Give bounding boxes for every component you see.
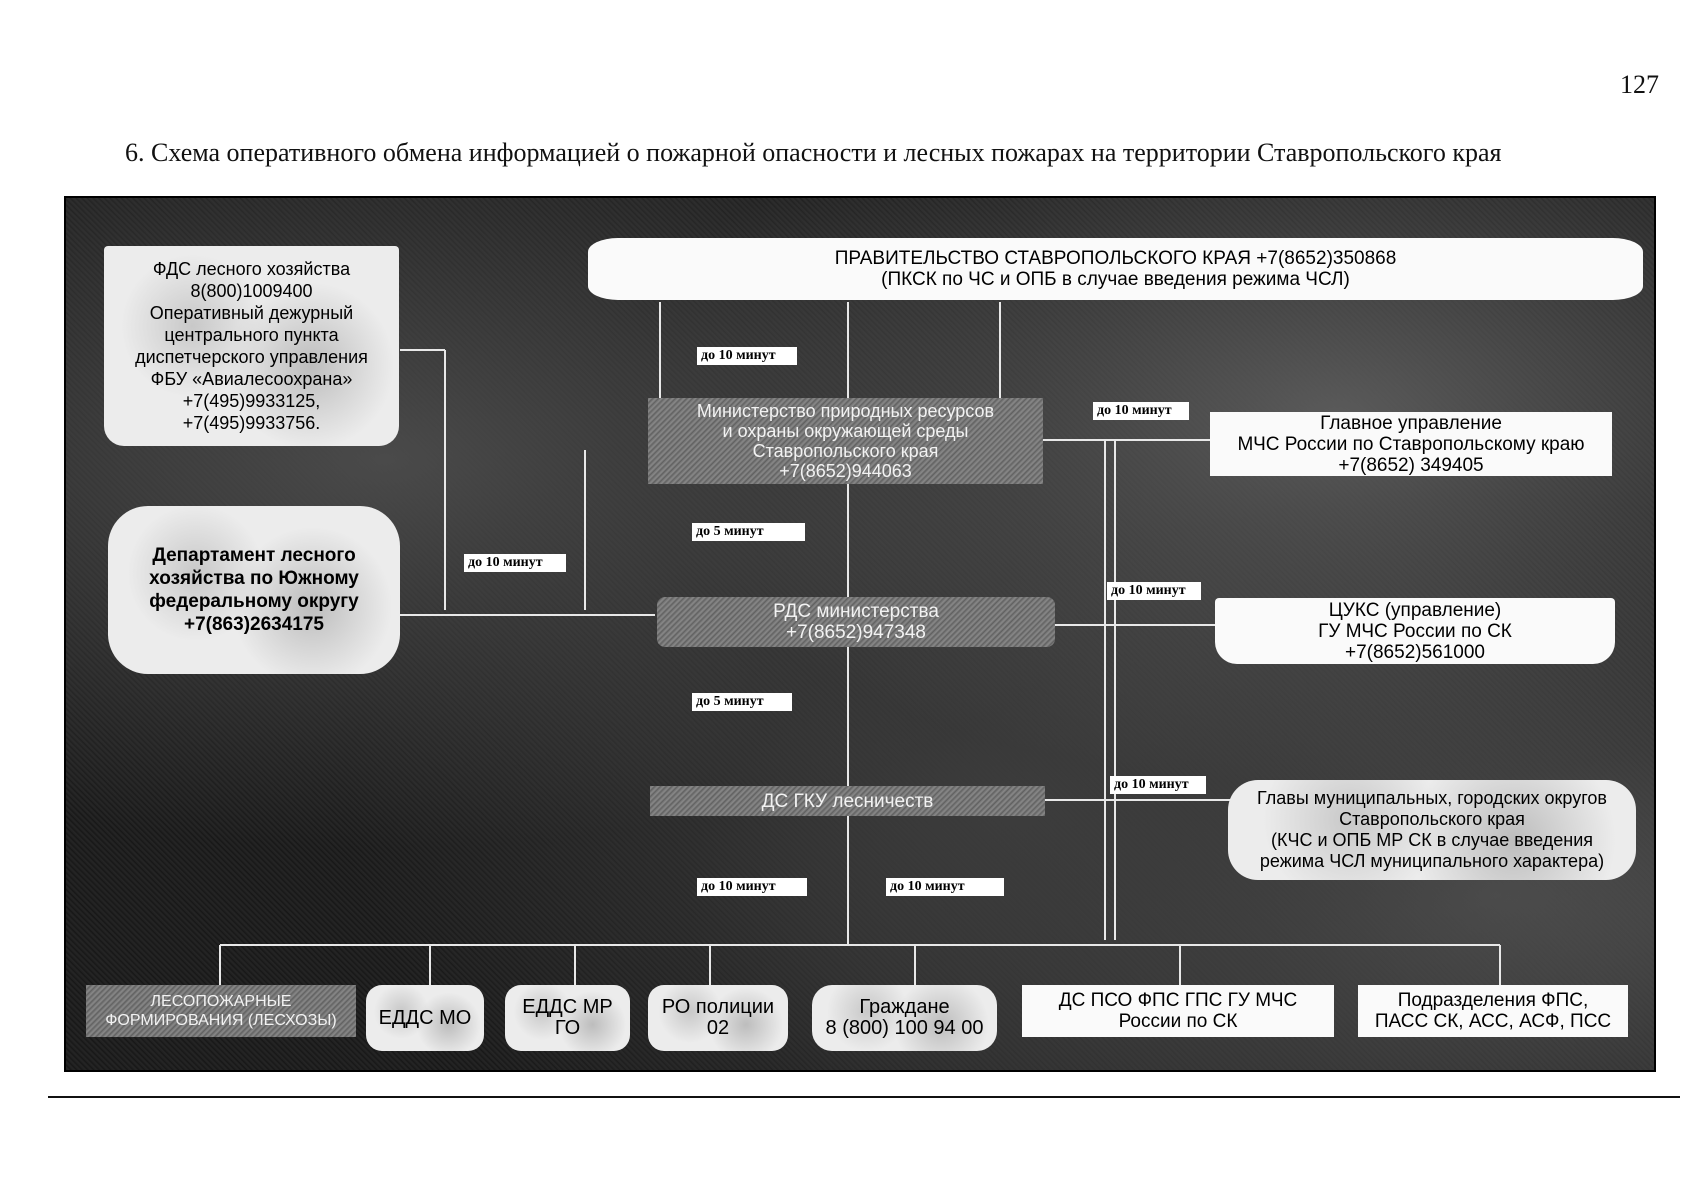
forestry-text: ДС ГКУ лесничеств bbox=[761, 790, 934, 812]
rds-line: +7(8652)947348 bbox=[786, 622, 926, 643]
bottom-node-fps: Подразделения ФПС, ПАСС СК, АСС, АСФ, ПС… bbox=[1358, 985, 1628, 1037]
time-label: до 5 минут bbox=[692, 523, 805, 541]
ministry-line: и охраны окружающей среды bbox=[722, 421, 969, 441]
ministry-line: +7(8652)944063 bbox=[779, 461, 912, 481]
fds-node: ФДС лесного хозяйства 8(800)1009400 Опер… bbox=[104, 246, 399, 446]
rds-node: РДС министерства +7(8652)947348 bbox=[657, 597, 1055, 647]
department-line: Департамент лесного bbox=[152, 545, 356, 566]
government-line-1: ПРАВИТЕЛЬСТВО СТАВРОПОЛЬСКОГО КРАЯ +7(86… bbox=[834, 248, 1397, 269]
department-line: +7(863)2634175 bbox=[184, 614, 324, 635]
bottom-line: Подразделения ФПС, bbox=[1397, 990, 1589, 1011]
department-node: Департамент лесного хозяйства по Южному … bbox=[108, 506, 400, 674]
fds-line: Оперативный дежурный bbox=[149, 303, 354, 323]
time-label: до 5 минут bbox=[692, 693, 792, 711]
heads-line: режима ЧСЛ муниципального характера) bbox=[1259, 851, 1605, 871]
ministry-node: Министерство природных ресурсов и охраны… bbox=[648, 398, 1043, 484]
bottom-line: 8 (800) 100 94 00 bbox=[825, 1017, 984, 1039]
rds-line: РДС министерства bbox=[773, 601, 939, 622]
footer-rule bbox=[48, 1096, 1680, 1098]
government-node: ПРАВИТЕЛЬСТВО СТАВРОПОЛЬСКОГО КРАЯ +7(86… bbox=[588, 238, 1643, 300]
time-label: до 10 минут bbox=[1110, 776, 1206, 794]
tsuks-node: ЦУКС (управление) ГУ МЧС России по СК +7… bbox=[1215, 598, 1615, 664]
bottom-line: 02 bbox=[706, 1017, 730, 1039]
bottom-line: ЕДДС МО bbox=[378, 1006, 472, 1029]
bottom-node-edds-mo: ЕДДС МО bbox=[366, 985, 484, 1051]
ministry-line: Ставропольского края bbox=[752, 441, 939, 461]
page-title: 6. Схема оперативного обмена информацией… bbox=[125, 138, 1502, 167]
time-label: до 10 минут bbox=[697, 878, 807, 896]
bottom-line: ЛЕСОПОЖАРНЫЕ bbox=[150, 993, 292, 1010]
government-line-2: (ПКСК по ЧС и ОПБ в случае введения режи… bbox=[881, 269, 1350, 290]
bottom-node-citizens: Граждане 8 (800) 100 94 00 bbox=[812, 985, 997, 1051]
department-line: хозяйства по Южному bbox=[149, 568, 359, 589]
time-label: до 10 минут bbox=[1093, 402, 1189, 420]
time-label: до 10 минут bbox=[464, 554, 566, 572]
bottom-line: Граждане bbox=[859, 996, 950, 1018]
heads-line: Главы муниципальных, городских округов bbox=[1257, 788, 1607, 808]
page-number: 127 bbox=[1620, 70, 1659, 99]
bottom-node-ds-pso: ДС ПСО ФПС ГПС ГУ МЧС России по СК bbox=[1022, 985, 1334, 1037]
tsuks-line: +7(8652)561000 bbox=[1345, 641, 1485, 663]
heads-line: Ставропольского края bbox=[1339, 809, 1525, 829]
fds-line: диспетчерского управления bbox=[135, 347, 368, 367]
time-label: до 10 минут bbox=[697, 347, 797, 365]
mchs-node: Главное управление МЧС России по Ставроп… bbox=[1210, 412, 1612, 476]
forestry-node: ДС ГКУ лесничеств bbox=[650, 786, 1045, 816]
fds-line: ФБУ «Авиалесоохрана» bbox=[150, 369, 353, 389]
tsuks-line: ГУ МЧС России по СК bbox=[1318, 620, 1512, 642]
department-line: федеральному округу bbox=[149, 591, 359, 612]
heads-node: Главы муниципальных, городских округов С… bbox=[1228, 780, 1636, 880]
bottom-node-fire-units: ЛЕСОПОЖАРНЫЕ ФОРМИРОВАНИЯ (ЛЕСХОЗЫ) bbox=[86, 985, 356, 1037]
bottom-node-police: РО полиции 02 bbox=[648, 985, 788, 1051]
fds-line: ФДС лесного хозяйства bbox=[152, 259, 351, 279]
ministry-line: Министерство природных ресурсов bbox=[696, 401, 995, 421]
bottom-line: ДС ПСО ФПС ГПС ГУ МЧС bbox=[1058, 990, 1298, 1011]
bottom-line: ФОРМИРОВАНИЯ (ЛЕСХОЗЫ) bbox=[105, 1012, 337, 1029]
bottom-line: России по СК bbox=[1118, 1011, 1238, 1032]
fds-line: центрального пункта bbox=[164, 325, 339, 345]
time-label: до 10 минут bbox=[886, 878, 1004, 896]
bottom-line: РО полиции bbox=[661, 996, 775, 1018]
time-label: до 10 минут bbox=[1107, 582, 1201, 600]
mchs-line: МЧС России по Ставропольскому краю bbox=[1237, 433, 1585, 455]
mchs-line: Главное управление bbox=[1320, 412, 1502, 434]
bottom-line: ПАСС СК, АСС, АСФ, ПСС bbox=[1374, 1011, 1612, 1032]
fds-line: 8(800)1009400 bbox=[190, 281, 313, 301]
mchs-line: +7(8652) 349405 bbox=[1338, 454, 1484, 476]
bottom-node-edds-mr: ЕДДС МР ГО bbox=[505, 985, 630, 1051]
fds-line: +7(495)9933756. bbox=[182, 413, 321, 433]
heads-line: (КЧС и ОПБ МР СК в случае введения bbox=[1270, 830, 1594, 850]
bottom-line: ГО bbox=[554, 1017, 581, 1039]
fds-line: +7(495)9933125, bbox=[182, 391, 321, 411]
bottom-line: ЕДДС МР bbox=[522, 996, 613, 1018]
tsuks-line: ЦУКС (управление) bbox=[1328, 599, 1502, 621]
